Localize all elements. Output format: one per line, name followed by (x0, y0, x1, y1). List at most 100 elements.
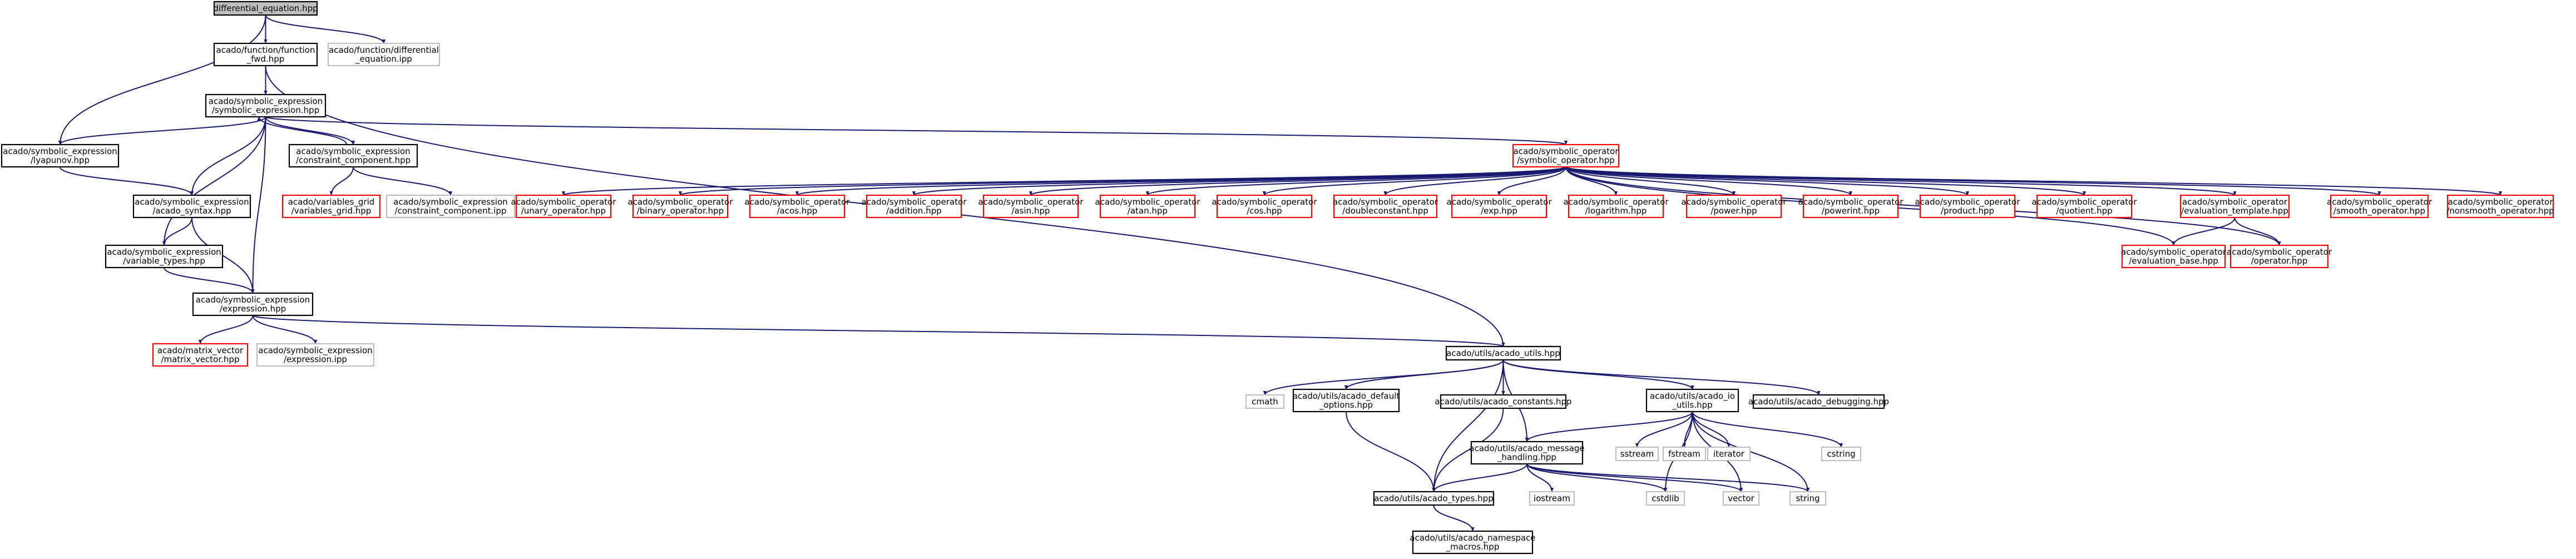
node-box (132, 194, 251, 219)
node-addition[interactable]: acado/symbolic_operator/addition.hpp (862, 194, 967, 219)
node-constraint-ipp: acado/symbolic_expression/constraint_com… (385, 194, 516, 219)
edge-expression-to-matrix-vector (198, 315, 254, 344)
node-acado-types[interactable]: acado/utils/acado_types.hpp (1373, 491, 1495, 506)
node-label-line: /exp.hpp (1481, 206, 1517, 216)
node-syntax[interactable]: acado/symbolic_expression/acado_syntax.h… (132, 194, 251, 219)
edge-io-utils-to-cstring (1692, 411, 1843, 448)
node-box (192, 292, 314, 316)
edge-sym-expr-to-expression (251, 116, 266, 294)
node-box (213, 42, 318, 67)
edge-constraint-comp-to-variables-grid (329, 166, 354, 196)
node-box (515, 194, 612, 219)
node-quotient[interactable]: acado/symbolic_operator/quotient.hpp (2032, 194, 2138, 219)
node-label-line: acado/symbolic_operator (1682, 197, 1787, 207)
node-nonsmooth[interactable]: acado/symbolic_operator/nonsmooth_operat… (2446, 194, 2554, 219)
edge-acado-utils-to-io-utils (1502, 359, 1694, 390)
edge-message-handling-to-iostream (1526, 463, 1554, 492)
node-box (152, 343, 249, 367)
node-label-line: /addition.hpp (886, 206, 942, 216)
node-smooth[interactable]: acado/symbolic_operator/smooth_operator.… (2327, 194, 2432, 219)
edge-io-utils-to-iterator (1692, 411, 1731, 448)
node-operator[interactable]: acado/symbolic_operator/operator.hpp (2227, 244, 2332, 269)
node-atan[interactable]: acado/symbolic_operator/atan.hpp (1095, 194, 1201, 219)
node-box (1645, 491, 1685, 506)
node-matrix-vector[interactable]: acado/matrix_vector/matrix_vector.hpp (152, 343, 249, 367)
node-variables-grid[interactable]: acado/variables_grid/variables_grid.hpp (281, 194, 381, 219)
node-label-line: /binary_operator.hpp (637, 206, 724, 216)
edge-message-handling-to-string (1526, 463, 1810, 492)
node-expression[interactable]: acado/symbolic_expression/expression.hpp (192, 292, 314, 316)
node-default-options[interactable]: acado/utils/acado_default_options.hpp (1293, 388, 1400, 413)
node-box (1662, 446, 1707, 462)
node-sym-operator[interactable]: acado/symbolic_operator/symbolic_operato… (1512, 144, 1620, 168)
node-namespace-macros[interactable]: acado/utils/acado_namespace_macros.hpp (1410, 530, 1536, 555)
node-label-line: string (1796, 493, 1819, 503)
edge-sym-operator-to-product (1565, 166, 1969, 196)
node-box (1802, 194, 1899, 219)
node-label-line: /logarithm.hpp (1585, 206, 1647, 216)
node-sym-expr[interactable]: acado/symbolic_expression/symbolic_expre… (205, 93, 327, 118)
node-message-handling[interactable]: acado/utils/acado_message_handling.hpp (1469, 441, 1585, 465)
node-box (866, 194, 962, 219)
node-lyapunov[interactable]: acado/symbolic_expression/lyapunov.hpp (1, 144, 120, 168)
node-label-line: acado/symbolic_operator (1447, 197, 1552, 207)
node-box (281, 194, 381, 219)
node-label-line: /constraint_component.ipp (395, 206, 507, 216)
node-constants[interactable]: acado/utils/acado_constants.hpp (1435, 394, 1572, 409)
node-vector: vector (1722, 491, 1760, 506)
edge-sym-operator-to-doubleconstant (1383, 166, 1566, 196)
node-box (1373, 491, 1495, 506)
node-acos[interactable]: acado/symbolic_operator/acos.hpp (745, 194, 851, 219)
node-asin[interactable]: acado/symbolic_operator/asin.hpp (978, 194, 1084, 219)
node-io-utils[interactable]: acado/utils/acado_io_utils.hpp (1645, 388, 1739, 413)
node-box (2330, 194, 2429, 219)
node-product[interactable]: acado/symbolic_operator/product.hpp (1915, 194, 2021, 219)
node-cos[interactable]: acado/symbolic_operator/cos.hpp (1212, 194, 1318, 219)
node-root[interactable]: differential_equation.hpp (213, 1, 318, 16)
node-function-fwd[interactable]: acado/function/function_fwd.hpp (213, 42, 318, 67)
node-box (749, 194, 846, 219)
node-label-line: /variables_grid.hpp (291, 206, 372, 216)
node-box (1412, 530, 1534, 555)
node-label-line: acado/symbolic_operator (2448, 197, 2554, 207)
node-box (1568, 194, 1664, 219)
node-label-line: acado/symbolic_operator (862, 197, 967, 207)
node-label-line: acado/symbolic_expression (393, 197, 507, 207)
edge-eval-template-to-operator (2234, 217, 2281, 246)
node-debugging[interactable]: acado/utils/acado_debugging.hpp (1748, 394, 1889, 409)
edge-message-handling-to-vector (1526, 463, 1743, 492)
node-doubleconstant[interactable]: acado/symbolic_operator/doubleconstant.h… (1333, 194, 1438, 219)
node-label-line: cstdlib (1652, 493, 1679, 503)
node-binary[interactable]: acado/symbolic_operator/binary_operator.… (628, 194, 734, 219)
edge-message-handling-to-acado-types (1432, 463, 1527, 492)
node-box (1440, 394, 1567, 409)
edge-sym-expr-to-variable-types (162, 116, 266, 246)
edge-sym-operator-to-cos (1262, 166, 1566, 196)
node-box (1470, 441, 1584, 465)
edge-sym-operator-to-powerint (1565, 166, 1853, 196)
node-box (1529, 491, 1575, 506)
node-powerint[interactable]: acado/symbolic_operator/powerint.hpp (1798, 194, 1904, 219)
node-constraint-comp[interactable]: acado/symbolic_expression/constraint_com… (288, 144, 418, 168)
node-label-line: /power.hpp (1710, 206, 1757, 216)
node-power[interactable]: acado/symbolic_operator/power.hpp (1682, 194, 1787, 219)
node-box (1099, 194, 1196, 219)
node-label-line: /evaluation_template.hpp (2181, 206, 2288, 216)
node-label-line: cmath (1252, 397, 1278, 407)
node-logarithm[interactable]: acado/symbolic_operator/logarithm.hpp (1564, 194, 1669, 219)
node-expression-ipp: acado/symbolic_expression/expression.ipp (256, 343, 375, 367)
node-exp[interactable]: acado/symbolic_operator/exp.hpp (1447, 194, 1552, 219)
edge-root-to-lyapunov (58, 14, 266, 145)
edge-sym-operator-to-nonsmooth (1565, 166, 2502, 196)
node-acado-utils[interactable]: acado/utils/acado_utils.hpp (1445, 345, 1561, 361)
node-box (105, 244, 224, 269)
node-eval-base[interactable]: acado/symbolic_operator/evaluation_base.… (2121, 244, 2227, 269)
node-eval-template[interactable]: acado/symbolic_operator/evaluation_templ… (2179, 194, 2290, 219)
node-label-line: acado/utils/acado_debugging.hpp (1748, 397, 1889, 407)
node-variable-types[interactable]: acado/symbolic_expression/variable_types… (105, 244, 224, 269)
node-unary[interactable]: acado/symbolic_operator/unary_operator.h… (511, 194, 617, 219)
node-label-line: _fwd.hpp (246, 54, 285, 65)
edge-sym-expr-to-sym-operator (265, 116, 1568, 145)
node-label-line: _macros.hpp (1446, 542, 1500, 552)
